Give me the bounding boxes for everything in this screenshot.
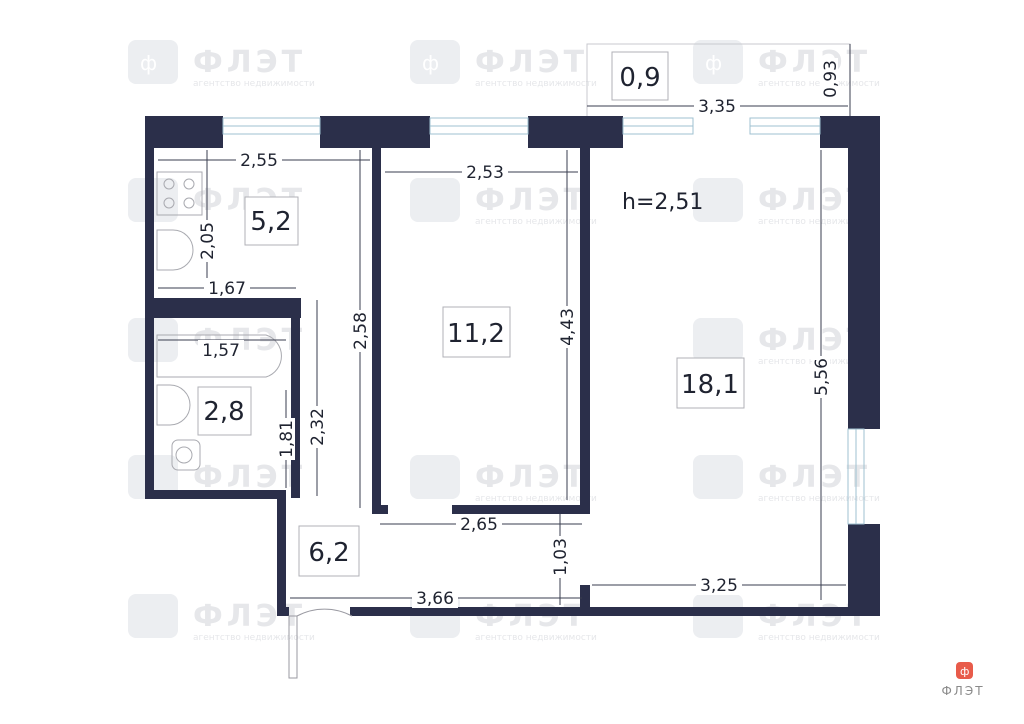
dim-bedroom-width: 2,53 <box>466 163 504 183</box>
walls <box>145 116 880 616</box>
area-balcony: 0,9 <box>619 63 660 93</box>
wall-right-lower <box>848 524 880 616</box>
wall-top-3 <box>528 116 623 148</box>
dim-bathroom-depth: 1,81 <box>277 420 297 458</box>
wall-kitchen-bath <box>145 298 301 318</box>
wall-right-upper <box>848 116 880 429</box>
brand-logo: ф ФЛЭТ <box>941 662 984 698</box>
svg-text:ФЛЭТ: ФЛЭТ <box>193 45 306 80</box>
svg-text:ФЛЭТ: ФЛЭТ <box>475 183 588 218</box>
dim-bathroom-width: 1,57 <box>202 341 240 361</box>
svg-text:ФЛЭТ: ФЛЭТ <box>475 45 588 80</box>
dim-living-bottom-width: 3,25 <box>700 576 738 596</box>
svg-text:ф: ф <box>140 51 157 75</box>
dim-corridor-depth: 1,03 <box>551 538 571 576</box>
watermark: ФЛЭТ агентство недвижимости <box>410 455 597 504</box>
toilet <box>171 439 201 471</box>
svg-text:ФЛЭТ: ФЛЭТ <box>475 599 588 634</box>
fixtures <box>156 171 282 471</box>
kitchen-sink <box>156 229 194 271</box>
svg-text:агентство недвижимости: агентство недвижимости <box>475 79 597 89</box>
svg-text:агентство недвижимости: агентство недвижимости <box>758 79 880 89</box>
bath-sink <box>156 384 191 426</box>
area-hall: 6,2 <box>308 538 349 568</box>
wall-hall-bottom <box>277 607 289 616</box>
wall-bottom <box>350 607 880 616</box>
area-bedroom: 11,2 <box>447 319 505 349</box>
wall-kitchen-bedroom-foot <box>372 505 388 514</box>
wall-living-stub <box>580 585 590 610</box>
dim-living-depth: 5,56 <box>812 358 832 396</box>
svg-text:агентство недвижимости: агентство недвижимости <box>475 494 597 504</box>
svg-text:ФЛЭТ: ФЛЭТ <box>758 460 871 495</box>
dim-bedroom-depth: 4,43 <box>558 308 578 346</box>
room-areas: 5,2 2,8 6,2 11,2 18,1 0,9 h=2,51 <box>197 51 745 577</box>
watermark: ФЛЭТ агентство недвижимости <box>693 455 880 504</box>
watermark: ф ФЛЭТ агентство недвижимости <box>128 40 315 89</box>
dim-hall-length: 2,58 <box>351 312 371 350</box>
wall-bath-right <box>291 298 300 498</box>
svg-text:ф: ф <box>422 51 439 75</box>
wall-hall-left <box>277 490 286 616</box>
svg-text:агентство недвижимости: агентство недвижимости <box>758 217 880 227</box>
area-living: 18,1 <box>681 370 739 400</box>
windows <box>222 117 865 525</box>
bathtub <box>156 334 282 378</box>
svg-text:ф: ф <box>960 665 969 678</box>
area-bathroom: 2,8 <box>203 397 244 427</box>
logo-icon <box>956 662 973 679</box>
watermark: ФЛЭТ агентство недвижимости <box>410 178 597 227</box>
svg-text:агентство недвижимости: агентство недвижимости <box>758 633 880 643</box>
watermark: ФЛЭТ агентство недвижимости <box>128 594 315 643</box>
stove <box>156 171 203 216</box>
dim-kitchen-inner-width: 1,67 <box>208 279 246 299</box>
svg-text:агентство недвижимости: агентство недвижимости <box>193 79 315 89</box>
svg-text:ФЛЭТ: ФЛЭТ <box>193 460 306 495</box>
watermark: ф ФЛЭТ агентство недвижимости <box>693 40 880 89</box>
dim-living-width: 3,35 <box>698 97 736 117</box>
ceiling-height: h=2,51 <box>622 190 703 215</box>
svg-text:ф: ф <box>705 51 722 75</box>
entrance-door <box>288 608 353 679</box>
wall-bedroom-bottom <box>452 505 582 514</box>
dim-corridor-width: 2,65 <box>460 515 498 535</box>
svg-text:агентство недвижимости: агентство недвижимости <box>475 633 597 643</box>
svg-text:ФЛЭТ: ФЛЭТ <box>758 45 871 80</box>
wall-kitchen-bedroom <box>372 148 381 505</box>
dim-hall-bottom-length: 3,66 <box>416 589 454 609</box>
dim-bathroom-outer-depth: 2,32 <box>308 408 328 446</box>
wall-bedroom-living <box>580 148 590 514</box>
area-kitchen: 5,2 <box>250 207 291 237</box>
svg-text:агентство недвижимости: агентство недвижимости <box>475 217 597 227</box>
logo-text: ФЛЭТ <box>941 684 984 698</box>
svg-text:агентство недвижимости: агентство недвижимости <box>193 633 315 643</box>
watermark: ф ФЛЭТ агентство недвижимости <box>410 40 597 89</box>
wall-top-2 <box>320 116 430 148</box>
wall-bath-bottom <box>145 490 286 499</box>
dim-kitchen-width: 2,55 <box>240 151 278 171</box>
dim-kitchen-depth: 2,05 <box>198 222 218 260</box>
svg-text:агентство недвижимости: агентство недвижимости <box>758 494 880 504</box>
svg-text:ФЛЭТ: ФЛЭТ <box>475 460 588 495</box>
dim-balcony-depth: 0,93 <box>821 60 841 98</box>
dimension-labels: 2,55 2,05 1,67 1,57 1,81 2,32 2,58 2,53 … <box>198 58 841 609</box>
wall-top-1 <box>145 116 223 148</box>
